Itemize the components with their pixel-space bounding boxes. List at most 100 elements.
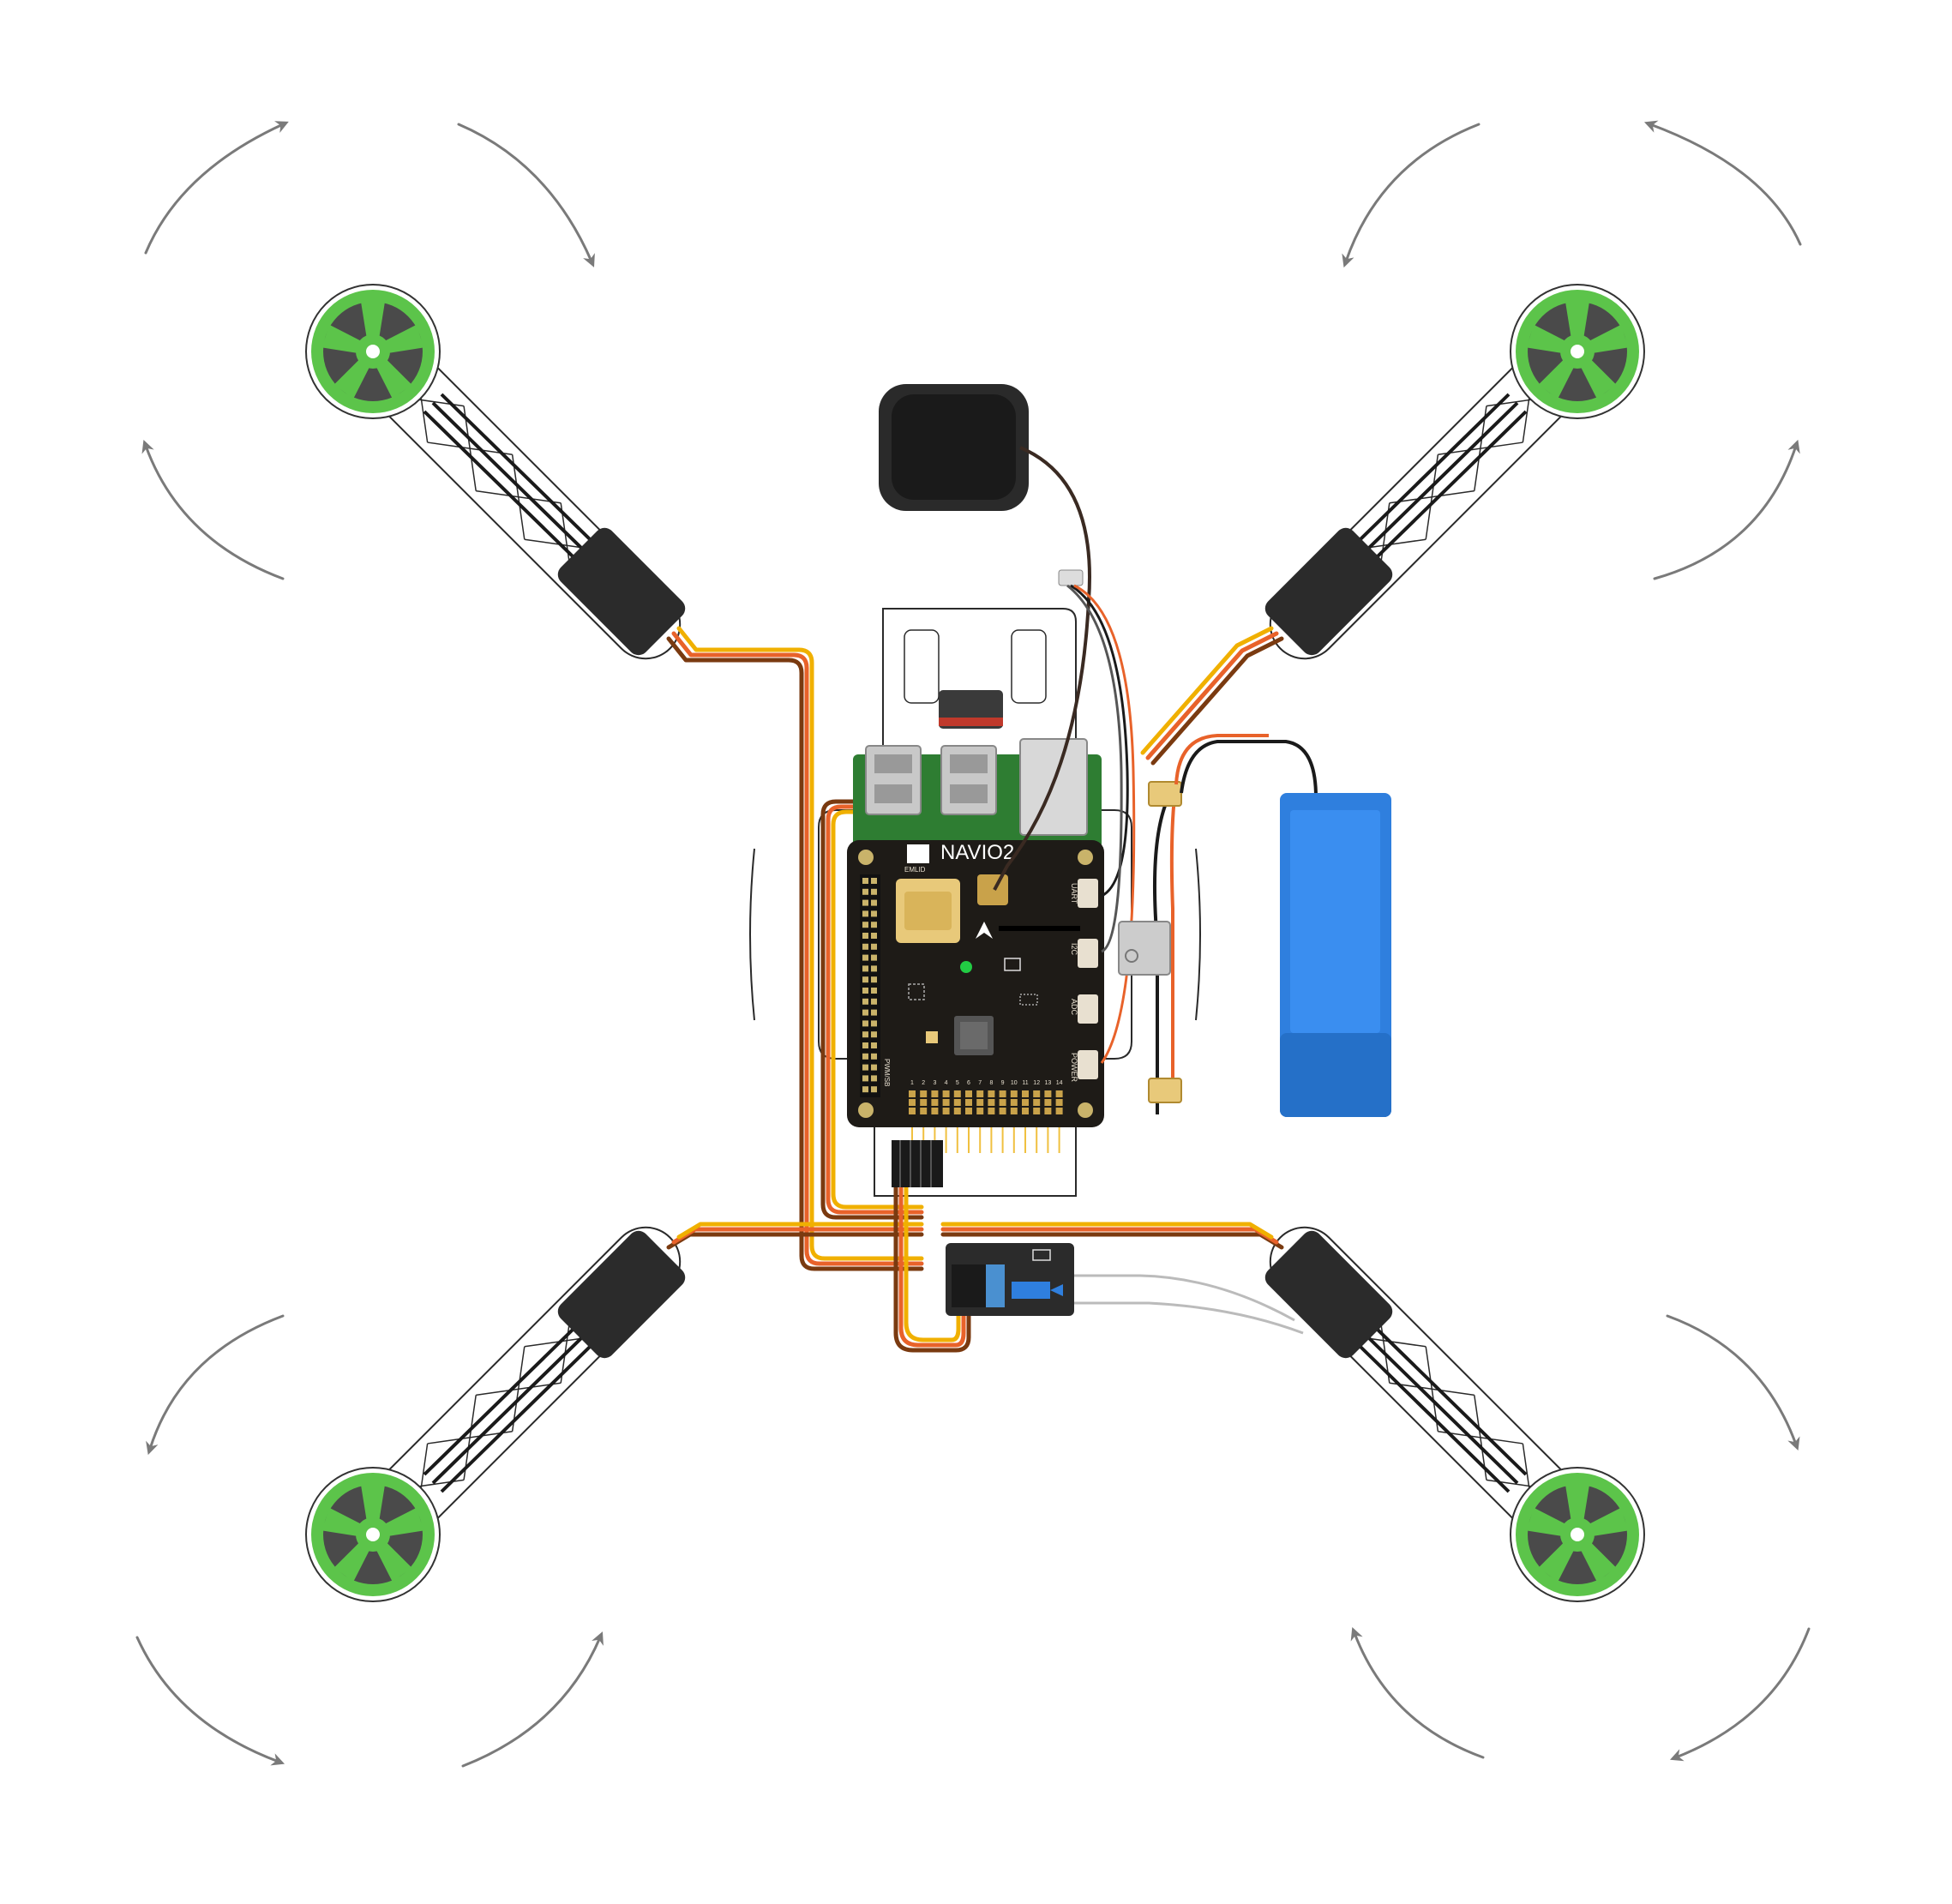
gpio-pin [862, 965, 868, 972]
motor-front-left [305, 284, 441, 419]
pwm-pin [1055, 1090, 1063, 1097]
pwm-pin [1044, 1108, 1052, 1114]
pwm-pin [1010, 1099, 1018, 1106]
port-label-power: POWER [1070, 1053, 1078, 1083]
pwm-pin [976, 1090, 984, 1097]
port-connectors [1078, 879, 1098, 1079]
gpio-pin [862, 922, 868, 928]
navio2-board: EMLID NAVIO2 UART I2C ADC POWER PWM/SB 1… [847, 840, 1104, 1127]
port-label-adc: ADC [1070, 999, 1078, 1016]
gpio-pin [862, 888, 868, 895]
pwm-pin [988, 1108, 995, 1114]
pwm-channel-number: 14 [1056, 1080, 1063, 1086]
pwm-pin [1055, 1108, 1063, 1114]
pwm-pin [1022, 1090, 1029, 1097]
pwm-channel-number: 13 [1045, 1080, 1052, 1086]
xt60-connector-bottom [1148, 1078, 1182, 1103]
gpio-pin [862, 1064, 868, 1071]
pwm-channel-number: 11 [1022, 1080, 1028, 1086]
pwm-pin [1055, 1099, 1063, 1106]
board-name: NAVIO2 [940, 841, 1014, 864]
rotation-arrow-icon [144, 121, 289, 255]
pwm-pin [1010, 1108, 1018, 1114]
pwm-channel-number: 9 [1001, 1080, 1005, 1086]
rotation-arrow-icon [1666, 1314, 1800, 1451]
gpio-pin [862, 1053, 868, 1060]
pwm-pin [909, 1099, 916, 1106]
pwm-pin [920, 1090, 928, 1097]
pwm-channel-number: 1 [910, 1080, 914, 1086]
pwm-pin [988, 1099, 995, 1106]
gpio-pin [862, 954, 868, 961]
rotation-arrows [135, 120, 1811, 1768]
receiver-antenna-1 [1074, 1274, 1295, 1322]
emlid-logo-icon [907, 844, 929, 863]
pwm-pin [1022, 1099, 1029, 1106]
gpio-pin [871, 1031, 877, 1038]
pwm-pin [920, 1108, 928, 1114]
pwm-pin [909, 1108, 916, 1114]
esc-front-left [557, 527, 686, 656]
gpio-pin [871, 965, 877, 972]
rotation-arrow-icon [1342, 123, 1481, 268]
motor-rear-right [1510, 1467, 1645, 1602]
pwm-channel-number: 12 [1033, 1080, 1040, 1086]
gpio-pin [862, 988, 868, 994]
gpio-pin [871, 910, 877, 917]
pwm-pin [931, 1099, 939, 1106]
lipo-battery [1280, 793, 1391, 1117]
gpio-pin [871, 1086, 877, 1093]
pwm-channel-number: 7 [978, 1080, 982, 1086]
pwm-label: PWM/SB [883, 1059, 891, 1086]
pwm-pin [999, 1108, 1006, 1114]
gpio-pin [862, 933, 868, 939]
esc-signal-wires [666, 626, 1284, 1271]
pwm-channel-number: 5 [956, 1080, 959, 1086]
pwm-pin [931, 1108, 939, 1114]
gpio-pin [871, 954, 877, 961]
gpio-pin [871, 998, 877, 1005]
pwm-pin [920, 1099, 928, 1106]
gpio-pin [862, 1009, 868, 1016]
pwm-channel-number: 3 [933, 1080, 936, 1086]
receiver-wire [893, 1187, 971, 1353]
gpio-pin [862, 1075, 868, 1082]
rotation-arrow-icon [1670, 1627, 1811, 1762]
rotation-arrow-icon [141, 439, 285, 580]
pwm-pin [1044, 1099, 1052, 1106]
power-module-icon [1118, 921, 1171, 976]
pwm-channel-number: 2 [922, 1080, 925, 1086]
usb-port-1 [865, 745, 922, 815]
gpio-pin [871, 933, 877, 939]
gpio-pin [871, 922, 877, 928]
receiver-antenna-2 [1074, 1301, 1304, 1335]
gpio-header [860, 874, 880, 1097]
pwm-pin [953, 1090, 961, 1097]
esc-rear-right [1264, 1230, 1393, 1359]
rotation-arrow-icon [135, 1636, 285, 1766]
direction-arrow-icon [976, 922, 993, 939]
pwm-channel-number: 10 [1011, 1080, 1018, 1086]
gpio-pin [871, 1064, 877, 1071]
pwm-pin [999, 1099, 1006, 1106]
esc-front-right [1264, 527, 1393, 656]
pwm-pin [909, 1090, 916, 1097]
gpio-pin [871, 988, 877, 994]
rotation-arrow-icon [146, 1314, 285, 1456]
rotation-arrow-icon [1643, 120, 1802, 246]
gpio-pin [862, 878, 868, 884]
pwm-pin [1033, 1090, 1041, 1097]
gpio-pin [862, 1020, 868, 1027]
pwm-channel-number: 4 [945, 1080, 948, 1086]
gpio-pin [871, 878, 877, 884]
gpio-pin [862, 998, 868, 1005]
pwm-pin [953, 1108, 961, 1114]
pwm-pin [965, 1099, 972, 1106]
status-led [960, 961, 972, 973]
gpio-pin [862, 976, 868, 983]
gpio-pin [871, 1020, 877, 1027]
pwm-pin [999, 1090, 1006, 1097]
gps-cable [993, 446, 1091, 891]
pwm-pin [1022, 1108, 1029, 1114]
gpio-pin [862, 1086, 868, 1093]
